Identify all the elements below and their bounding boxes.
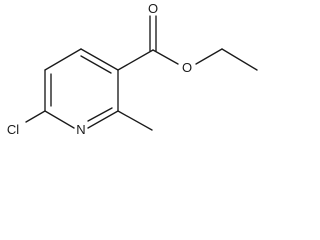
ring-bond-n1-c6: [44, 110, 75, 129]
ring-double-bond-c2-n1-inner: [87, 107, 113, 122]
methyl-bond: [117, 110, 153, 131]
ring-bond-c2-n1: [87, 110, 119, 129]
ester-oxygen-bond: [152, 49, 179, 65]
chloro-bond: [25, 110, 46, 123]
ethyl-ch3-bond: [221, 48, 258, 71]
ester-oxygen-label: O: [182, 60, 192, 75]
ring-nitrogen-label: N: [76, 122, 85, 137]
chlorine-label: Cl: [7, 122, 19, 137]
ethyl-ester-group: [117, 15, 258, 71]
chemical-structure-diagram: O O N Cl: [7, 1, 258, 137]
ring-bond-c4-c3: [80, 48, 119, 71]
ring-bond-c5-c4: [44, 48, 82, 71]
ring-double-bond-c4-c3-inner: [80, 55, 112, 74]
pyridine-ring: [44, 48, 119, 129]
carbonyl-carbon-bond: [117, 49, 154, 71]
ethyl-ch2-bond: [195, 48, 223, 65]
carbonyl-oxygen-label: O: [148, 1, 158, 16]
